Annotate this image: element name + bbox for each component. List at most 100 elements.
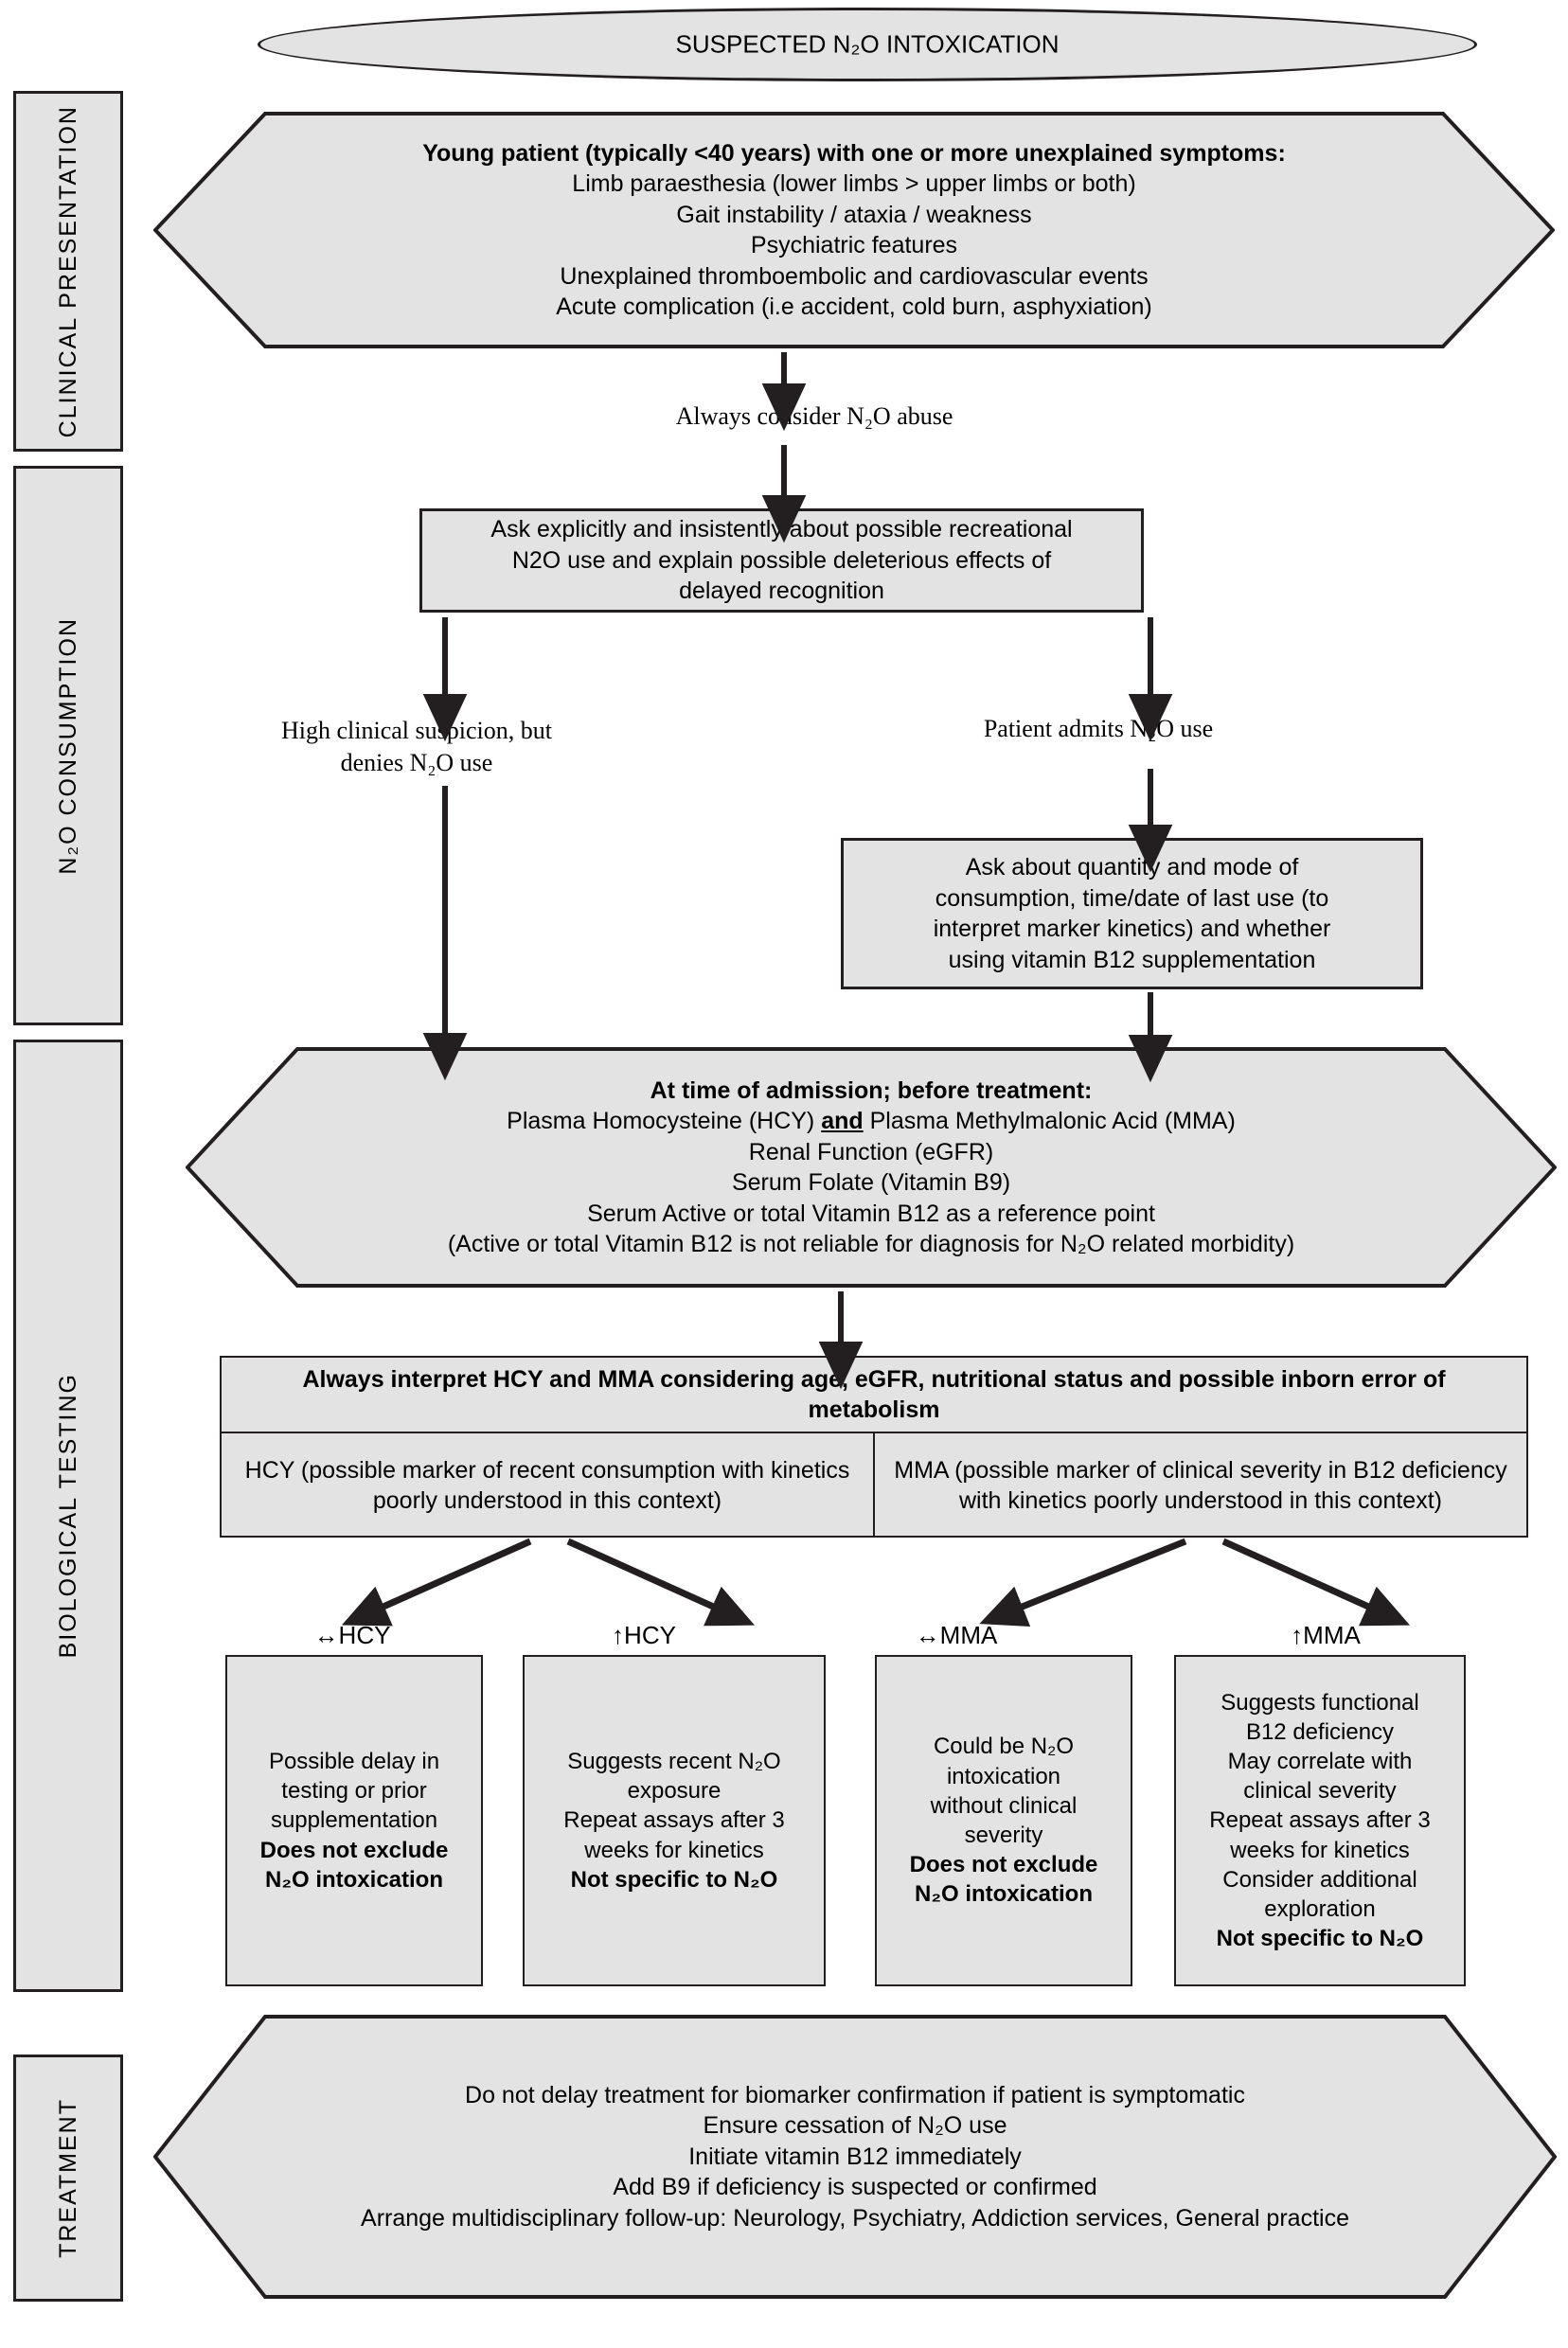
outcome-line: May correlate with [1227, 1749, 1413, 1775]
outcome-label-hcy-normal: ↔HCY [313, 1621, 391, 1649]
outcome-line: weeks for kinetics [584, 1837, 764, 1863]
rail-label: BIOLOGICAL TESTING [54, 1373, 81, 1659]
clinical-presentation-line: Acute complication (i.e accident, cold b… [556, 294, 1152, 320]
bt-pre: Plasma Homocysteine (HCY) [507, 1108, 822, 1134]
biological-testing-line: (Active or total Vitamin B12 is not reli… [447, 1231, 1295, 1257]
treatment-line: Add B9 if deficiency is suspected or con… [613, 2174, 1097, 2201]
ask-explicitly-box: Ask explicitly and insistently about pos… [419, 508, 1144, 613]
biological-testing-heading-tail: : [1084, 1076, 1093, 1104]
outcome-label-mma-high: ↑MMA [1291, 1621, 1361, 1649]
ask-quantity-text: Ask about quantity and mode of consumpti… [915, 852, 1350, 975]
arrow-mma-to-normal [979, 1538, 1187, 1628]
interpret-mma-text: MMA (possible marker of clinical severit… [894, 1456, 1507, 1515]
outcome-text: Possible delay in testing or prior suppl… [251, 1747, 458, 1894]
outcome-line: severity [964, 1823, 1043, 1848]
interpret-cells: HCY (possible marker of recent consumpti… [222, 1433, 1526, 1538]
treatment-line: Arrange multidisciplinary follow-up: Neu… [361, 2204, 1349, 2232]
outcome-line: weeks for kinetics [1230, 1837, 1410, 1863]
clinical-presentation-line: Psychiatric features [750, 232, 958, 258]
interpret-hcy-text: HCY (possible marker of recent consumpti… [244, 1456, 850, 1515]
outcome-box-hcy-high: Suggests recent N₂O exposure Repeat assa… [523, 1655, 826, 1986]
clinical-presentation-line: Limb paraesthesia (lower limbs > upper l… [572, 170, 1136, 197]
bt-emphasis: and [821, 1108, 864, 1134]
interpret-divider-vertical [873, 1433, 875, 1538]
biological-testing-line: Plasma Homocysteine (HCY) and Plasma Met… [328, 1106, 1415, 1137]
outcome-line: clinical severity [1243, 1778, 1397, 1805]
treatment-line: Ensure cessation of N₂O use [703, 2112, 1007, 2140]
outcome-line: Does not exclude [909, 1852, 1098, 1878]
outcome-line: N₂O intoxication [914, 1881, 1093, 1908]
bt-post: Plasma Methylmalonic Acid (MMA) [863, 1108, 1236, 1134]
arrow-hcy-to-normal [341, 1538, 532, 1627]
start-node: SUSPECTED N₂O INTOXICATION [258, 8, 1477, 81]
treatment-line: Initiate vitamin B12 immediately [688, 2143, 1022, 2170]
ask-quantity-box: Ask about quantity and mode of consumpti… [841, 838, 1423, 989]
outcome-label-hcy-high: ↑HCY [612, 1621, 676, 1649]
ask-quantity-line: interpret marker kinetics) and whether [933, 916, 1331, 942]
ask-explicitly-line: delayed recognition [679, 578, 884, 605]
biological-testing-line: Renal Function (eGFR) [748, 1138, 994, 1165]
outcome-line: Could be N₂O [933, 1734, 1075, 1760]
ask-quantity-line: using vitamin B12 supplementation [948, 946, 1316, 973]
treatment-text: Do not delay treatment for biomarker con… [153, 2080, 1557, 2234]
outcome-line: exposure [627, 1778, 722, 1805]
rail-label: N₂O CONSUMPTION [54, 616, 81, 875]
outcome-line: exploration [1264, 1895, 1376, 1922]
outcome-line: Repeat assays after 3 [563, 1807, 785, 1834]
outcome-line: Not specific to N₂O [1216, 1926, 1424, 1952]
interpret-header: Always interpret HCY and MMA considering… [222, 1358, 1526, 1432]
ask-explicitly-line: N2O use and explain possible deleterious… [511, 546, 1052, 574]
interpret-cell-hcy: HCY (possible marker of recent consumpti… [222, 1433, 873, 1538]
biological-testing-line: Serum Folate (Vitamin B9) [731, 1169, 1011, 1196]
rail-biological-testing: BIOLOGICAL TESTING [13, 1040, 123, 1992]
biological-testing-heading: At time of admission; before treatment [650, 1076, 1085, 1104]
outcome-line: Possible delay in [268, 1749, 440, 1775]
outcome-line: Suggests recent N₂O [567, 1749, 781, 1775]
rail-n2o-consumption: N₂O CONSUMPTION [13, 466, 123, 1025]
ask-quantity-line: consumption, time/date of last use (to [935, 884, 1329, 912]
biological-testing-node: At time of admission; before treatment: … [186, 1047, 1557, 1288]
outcome-line: Consider additional [1222, 1866, 1417, 1893]
interpret-header-text: Always interpret HCY and MMA considering… [302, 1365, 1446, 1424]
clinical-presentation-line: Gait instability / ataxia / weakness [676, 201, 1032, 228]
branch-left-label: High clinical suspicion, but denies N₂O … [189, 715, 644, 779]
clinical-presentation-text: Young patient (typically <40 years) with… [153, 138, 1555, 323]
biological-testing-text: At time of admission; before treatment: … [186, 1076, 1557, 1260]
interpret-cell-mma: MMA (possible marker of clinical severit… [875, 1433, 1526, 1538]
outcome-line: supplementation [270, 1807, 438, 1834]
branch-right-label: Patient admits N₂O use [983, 715, 1214, 742]
outcome-line: N₂O intoxication [264, 1866, 443, 1893]
outcome-label-mma-normal: ↔MMA [915, 1621, 998, 1649]
outcome-text: Could be N₂O intoxication without clinic… [900, 1732, 1108, 1909]
biological-testing-line: Serum Active or total Vitamin B12 as a r… [587, 1200, 1155, 1227]
outcome-line: B12 deficiency [1245, 1718, 1395, 1745]
arrow-mma-to-high [1221, 1538, 1411, 1627]
ask-explicitly-text: Ask explicitly and insistently about pos… [475, 514, 1087, 607]
outcome-line: Not specific to N₂O [570, 1866, 778, 1893]
interpret-box: Always interpret HCY and MMA considering… [220, 1356, 1528, 1538]
ask-explicitly-line: Ask explicitly and insistently about pos… [490, 516, 1073, 543]
outcome-line: testing or prior [281, 1778, 427, 1805]
rail-treatment: TREATMENT [13, 2054, 123, 2302]
branch-left-line: High clinical suspicion, but [281, 717, 552, 744]
outcome-text: Suggests recent N₂O exposure Repeat assa… [554, 1747, 793, 1894]
outcome-text: Suggests functional B12 deficiency May c… [1202, 1688, 1437, 1954]
outcome-line: Does not exclude [259, 1837, 449, 1863]
outcome-line: intoxication [946, 1763, 1061, 1789]
treatment-line: Do not delay treatment for biomarker con… [465, 2081, 1245, 2108]
outcome-box-mma-high: Suggests functional B12 deficiency May c… [1174, 1655, 1466, 1986]
rail-clinical-presentation: CLINICAL PRESENTATION [13, 91, 123, 452]
rail-label: TREATMENT [54, 2098, 81, 2258]
rail-label: CLINICAL PRESENTATION [54, 104, 81, 438]
clinical-presentation-line: Unexplained thromboembolic and cardiovas… [560, 262, 1149, 290]
branch-left-line: denies N₂O use [340, 748, 493, 776]
outcome-line: Repeat assays after 3 [1209, 1807, 1431, 1834]
outcome-line: without clinical [930, 1792, 1078, 1819]
start-label: SUSPECTED N₂O INTOXICATION [675, 29, 1060, 59]
ask-quantity-line: Ask about quantity and mode of [965, 854, 1299, 880]
always-consider-label: Always consider N₂O abuse [675, 402, 953, 430]
outcome-box-mma-normal: Could be N₂O intoxication without clinic… [875, 1655, 1132, 1986]
outcome-line: Suggests functional [1221, 1689, 1419, 1716]
arrow-hcy-to-high [566, 1538, 756, 1627]
